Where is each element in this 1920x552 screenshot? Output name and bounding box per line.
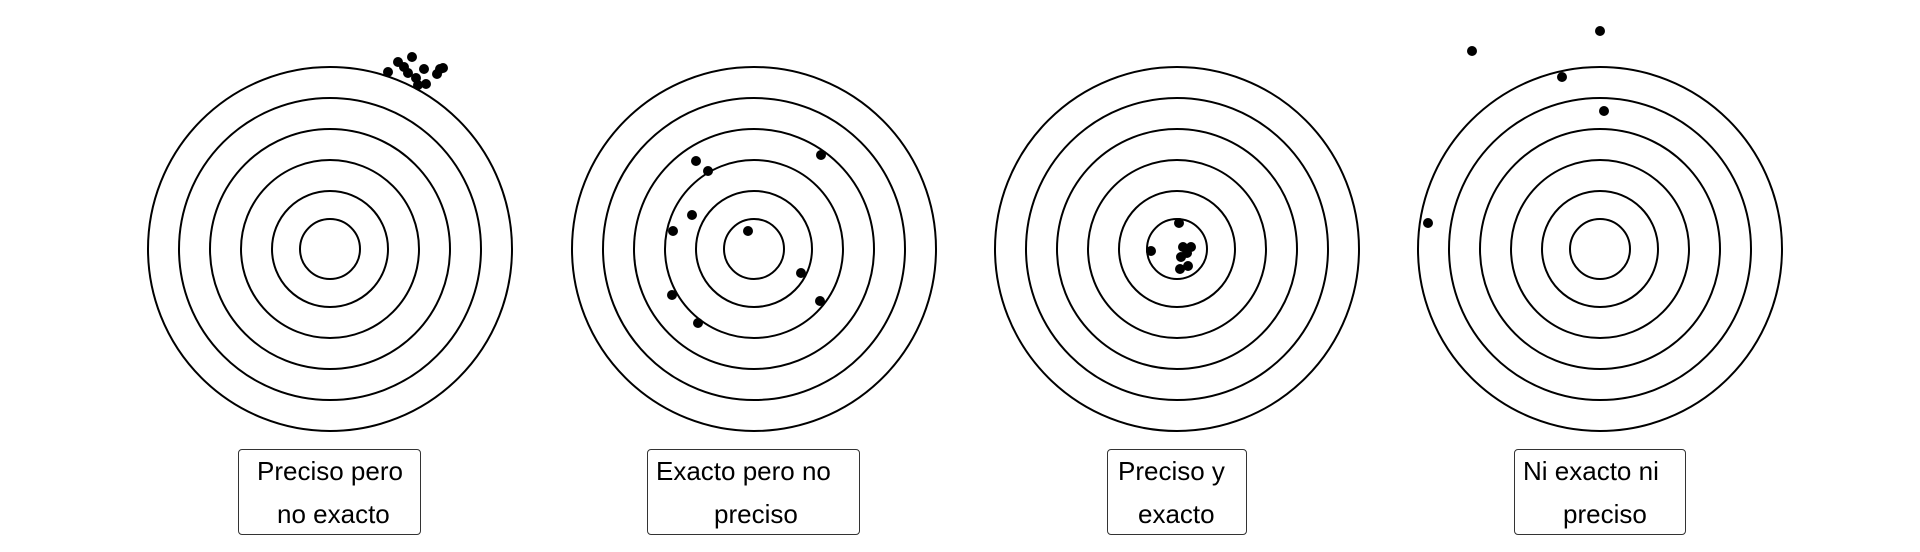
target-ring-2 [1448,97,1752,401]
shot-dot [743,226,753,236]
bullseye-ring [723,218,785,280]
shot-dot [403,68,413,78]
caption-exacto-no-preciso: Exacto pero no preciso [647,449,860,535]
shot-dot [1595,26,1605,36]
target-ni-exacto-ni-preciso [1417,26,1783,432]
shot-dot [1174,218,1184,228]
shot-dot [668,226,678,236]
target-ring-1 [147,66,513,432]
shot-dot [796,268,806,278]
shot-dot [1146,246,1156,256]
shot-dot [1176,252,1186,262]
shot-dot [383,67,393,77]
caption-preciso-y-exacto: Preciso y exacto [1107,449,1247,535]
caption-line-1: Exacto pero no [656,456,831,486]
shot-dot [1183,261,1193,271]
bullseye-ring [299,218,361,280]
target-ring-3 [209,128,451,370]
bullseye-ring [1569,218,1631,280]
target-ring-2 [178,97,482,401]
target-ring-4 [240,159,420,339]
target-ring-4 [1087,159,1267,339]
caption-line-2: exacto [1138,499,1215,529]
shot-dot [687,210,697,220]
shot-dot [411,73,421,83]
shot-dot [1175,264,1185,274]
target-ring-4 [664,159,844,339]
shot-dot [421,79,431,89]
shot-dot [691,156,701,166]
shot-dot [816,150,826,160]
target-ring-3 [1479,128,1721,370]
shot-dot [407,52,417,62]
target-ring-2 [602,97,906,401]
target-preciso-y-exacto [994,66,1360,432]
shot-dot [1599,106,1609,116]
caption-line-1: Preciso y [1118,456,1225,486]
shot-dot [1186,242,1196,252]
caption-line-2: preciso [714,499,798,529]
caption-preciso-no-exacto: Preciso pero no exacto [238,449,421,535]
caption-line-2: no exacto [277,499,390,529]
caption-line-2: preciso [1563,499,1647,529]
target-ring-5 [1118,190,1236,308]
target-ring-2 [1025,97,1329,401]
caption-line-1: Preciso pero [257,456,403,486]
target-ring-5 [695,190,813,308]
shot-dot [667,290,677,300]
shot-dot [419,64,429,74]
shot-dot [693,318,703,328]
target-ring-3 [1056,128,1298,370]
shot-dot [815,296,825,306]
target-exacto-no-preciso [571,66,937,432]
target-preciso-no-exacto [147,52,513,432]
caption-line-1: Ni exacto ni [1523,456,1659,486]
caption-ni-exacto-ni-preciso: Ni exacto ni preciso [1514,449,1686,535]
target-ring-1 [1417,66,1783,432]
shot-dot [1557,72,1567,82]
target-ring-3 [633,128,875,370]
target-ring-4 [1510,159,1690,339]
shot-dot [1423,218,1433,228]
shot-dot [703,166,713,176]
target-ring-5 [271,190,389,308]
target-ring-1 [571,66,937,432]
shot-dot [1467,46,1477,56]
target-ring-1 [994,66,1360,432]
target-ring-5 [1541,190,1659,308]
shot-dot [438,63,448,73]
